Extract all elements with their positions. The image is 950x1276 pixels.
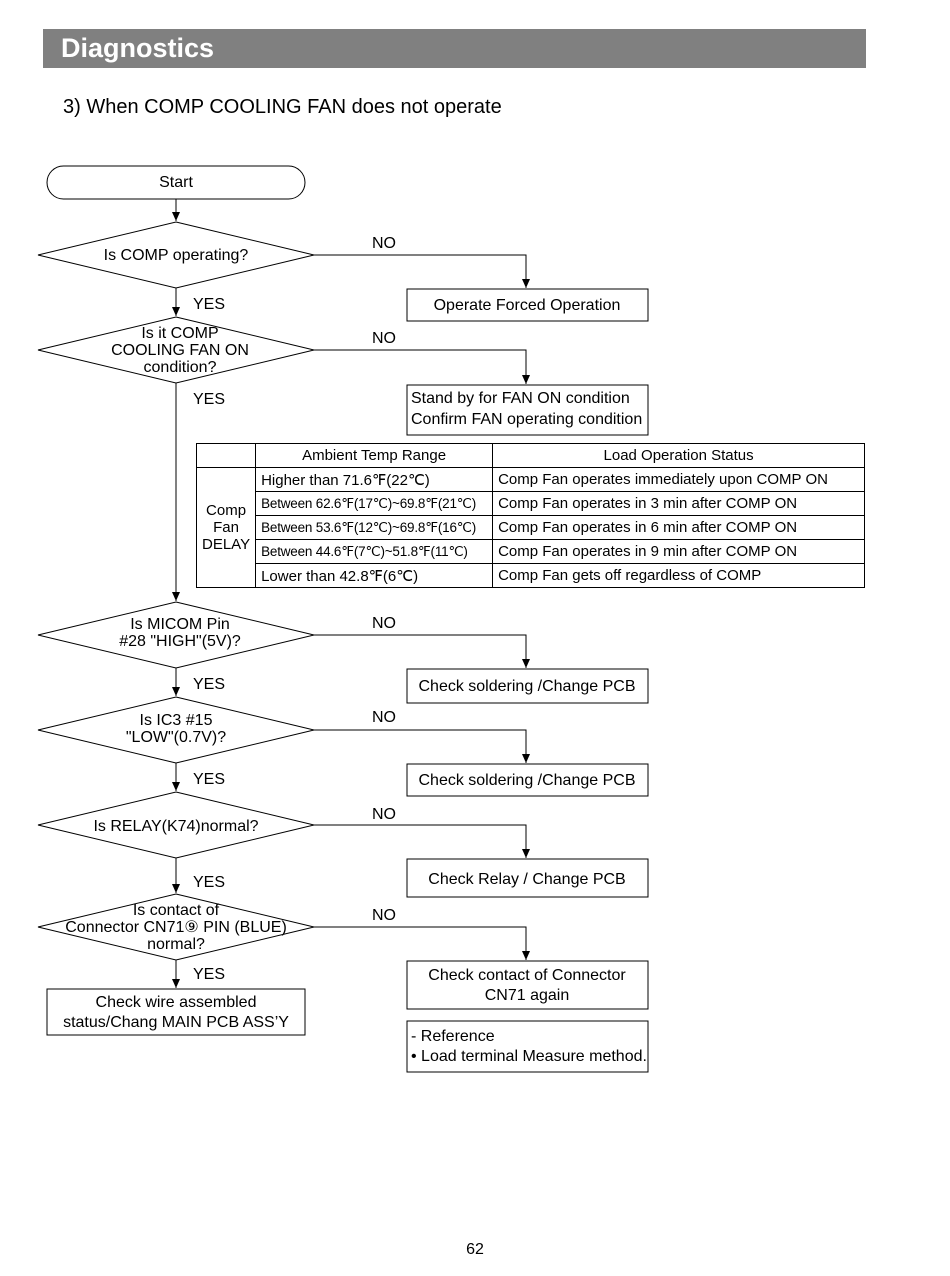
fan-delay-table: Ambient Temp Range Load Operation Status… [195,443,866,588]
table-row: Between 44.6℉(7℃)~51.8℉(11℃) Comp Fan op… [197,539,866,564]
reference-text: • Load terminal Measure method. [411,1048,647,1065]
row-group-header: Comp Fan DELAY [195,467,257,588]
table-header-row: Ambient Temp Range Load Operation Status [195,443,866,468]
decision-text: "LOW"(0.7V)? [126,729,226,746]
decision-text: condition? [144,359,217,376]
yes-label: YES [193,771,225,788]
action-text: Check Relay / Change PCB [428,871,625,888]
start-terminal: Start [46,165,306,200]
status-cell: Comp Fan operates in 6 min after COMP ON [492,515,866,540]
no-label: NO [372,709,396,726]
yes-label: YES [193,391,225,408]
connector-arrow [314,729,530,763]
decision-relay: Is RELAY(K74)normal? [37,791,315,859]
action-text: CN71 again [485,987,570,1004]
action-text: Check contact of Connector [428,967,626,984]
action-check-contact-cn71: Check contact of Connector CN71 again [406,960,649,1010]
no-label: NO [372,235,396,252]
decision-text: Is RELAY(K74)normal? [93,818,258,835]
row-group-label: Comp [206,502,247,519]
decision-text: Is IC3 #15 [140,712,213,729]
decision-text: Is MICOM Pin [130,616,230,633]
temp-range-cell: Between 53.6℉(12℃)~69.8℉(16℃) [255,515,494,540]
no-label: NO [372,615,396,632]
yes-label: YES [193,874,225,891]
section-subtitle: 3) When COMP COOLING FAN does not operat… [63,96,502,118]
action-text: Stand by for FAN ON condition [411,390,630,407]
decision-text: Is contact of [133,902,220,919]
final-action-box: Check wire assembled status/Chang MAIN P… [46,988,306,1036]
decision-text: Is COMP operating? [104,247,249,264]
page-number: 62 [466,1241,484,1258]
connector-arrow [314,254,530,288]
yes-label: YES [193,966,225,983]
reference-note: - Reference • Load terminal Measure meth… [406,1020,649,1073]
final-text: Check wire assembled [96,994,257,1011]
temp-range-cell: Between 44.6℉(7℃)~51.8℉(11℃) [255,539,494,564]
connector-arrow [314,824,530,858]
action-forced-operation: Operate Forced Operation [406,288,649,322]
action-text: Operate Forced Operation [434,297,621,314]
decision-comp-operating: Is COMP operating? [37,221,315,289]
action-standby-fan-on: Stand by for FAN ON condition Confirm FA… [406,384,649,436]
table-row: Comp Fan DELAY Higher than 71.6℉(22℃) Co… [195,467,866,588]
action-check-soldering-2: Check soldering /Change PCB [406,763,649,797]
decision-fan-on-condition: Is it COMP COOLING FAN ON condition? [37,316,315,384]
decision-text: COOLING FAN ON [111,342,249,359]
status-cell: Comp Fan operates in 9 min after COMP ON [492,539,866,564]
decision-text: Connector CN71⑨ PIN (BLUE) [65,919,287,936]
reference-text: - Reference [411,1028,495,1045]
connector-arrow [314,634,530,668]
action-text: Check soldering /Change PCB [418,678,635,695]
header-bar: Diagnostics [43,29,866,68]
no-label: NO [372,907,396,924]
decision-ic3: Is IC3 #15 "LOW"(0.7V)? [37,696,315,764]
final-text: status/Chang MAIN PCB ASS’Y [63,1014,289,1031]
no-label: NO [372,806,396,823]
temp-range-cell: Between 62.6℉(17℃)~69.8℉(21℃) [255,491,494,516]
table-header-cell: Ambient Temp Range [255,443,494,468]
row-group-label: Fan [213,519,239,536]
table-row: Between 53.6℉(12℃)~69.8℉(16℃) Comp Fan o… [197,515,866,540]
decision-text: Is it COMP [141,325,218,342]
status-cell: Comp Fan operates immediately upon COMP … [492,467,866,492]
status-cell: Comp Fan gets off regardless of COMP [492,563,866,588]
table-header-cell [195,443,257,468]
status-cell: Comp Fan operates in 3 min after COMP ON [492,491,866,516]
connector-arrow [314,349,530,384]
table-row: Lower than 42.8℉(6℃) Comp Fan gets off r… [197,563,866,588]
action-text: Confirm FAN operating condition [411,411,642,428]
decision-text: normal? [147,936,205,953]
yes-label: YES [193,296,225,313]
decision-text: #28 "HIGH"(5V)? [119,633,241,650]
row-group-label: DELAY [202,536,251,553]
table-header-cell: Load Operation Status [492,443,866,468]
temp-range-cell: Lower than 42.8℉(6℃) [255,563,494,588]
decision-micom-pin: Is MICOM Pin #28 "HIGH"(5V)? [37,601,315,669]
yes-label: YES [193,676,225,693]
start-label: Start [159,174,193,191]
page-title: Diagnostics [61,33,215,63]
action-check-relay: Check Relay / Change PCB [406,858,649,898]
no-label: NO [372,330,396,347]
action-check-soldering-1: Check soldering /Change PCB [406,668,649,704]
decision-connector-cn71: Is contact of Connector CN71⑨ PIN (BLUE)… [37,893,315,961]
action-text: Check soldering /Change PCB [418,772,635,789]
connector-arrow [314,926,530,960]
temp-range-cell: Higher than 71.6℉(22℃) [255,467,494,492]
table-row: Between 62.6℉(17℃)~69.8℉(21℃) Comp Fan o… [197,491,866,516]
